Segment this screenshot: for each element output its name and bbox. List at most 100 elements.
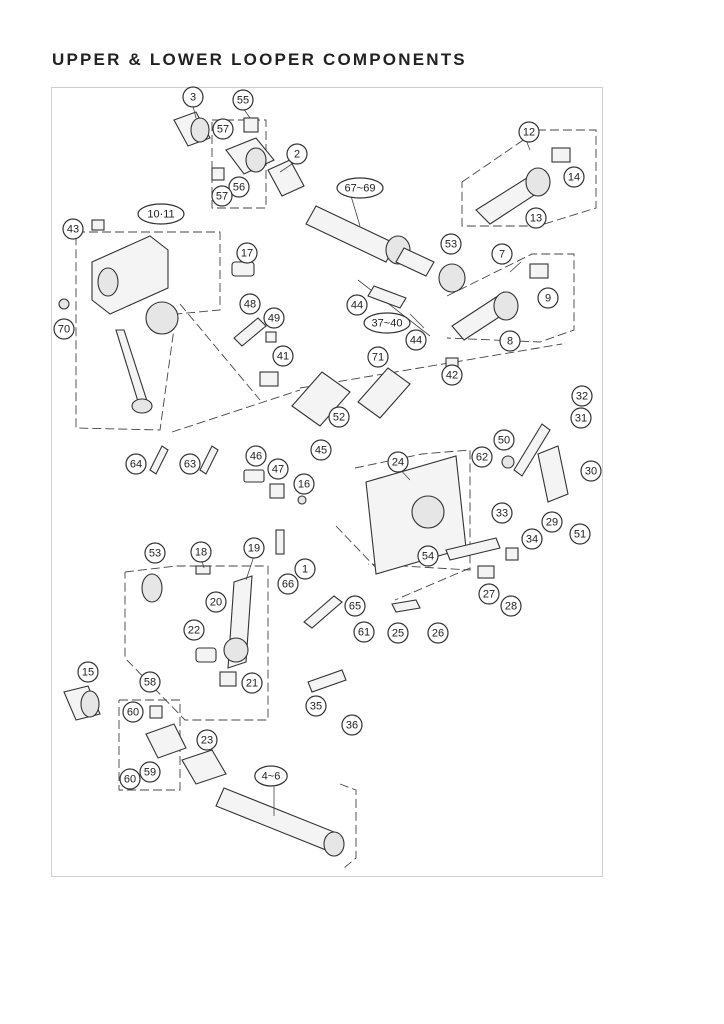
leader-lines: [192, 105, 531, 816]
callout-22: 8: [499, 330, 521, 352]
callout-31: 63: [179, 453, 201, 475]
callout-number: 62: [476, 452, 488, 464]
callout-25: 42: [441, 364, 463, 386]
callout-57: 21: [241, 672, 263, 694]
callout-number: 64: [130, 459, 142, 471]
callout-bubble: [245, 445, 267, 467]
callout-bubble: [294, 558, 316, 580]
callout-number: 47: [272, 464, 284, 476]
callout-bubble: [500, 595, 522, 617]
callout-number: 2: [294, 149, 300, 161]
callout-number: 44: [351, 300, 363, 312]
callout-number: 52: [333, 412, 345, 424]
callout-number: 28: [505, 601, 517, 613]
callout-bubble: [541, 511, 563, 533]
callout-bubble: [232, 89, 254, 111]
callout-bubble: [405, 329, 427, 351]
callout-66: 4~6: [254, 765, 288, 787]
callout-44: 27: [478, 583, 500, 605]
callout-number: 56: [233, 182, 245, 194]
callout-56: 26: [427, 622, 449, 644]
callout-55: 25: [387, 622, 409, 644]
callout-16: 44: [346, 294, 368, 316]
callout-13: 7: [491, 243, 513, 265]
callout-number: 55: [237, 95, 249, 107]
callout-62: 60: [122, 701, 144, 723]
callout-number: 19: [248, 543, 260, 555]
callout-20: 37~40: [363, 312, 411, 334]
callout-bubble: [344, 595, 366, 617]
callout-number: 25: [392, 628, 404, 640]
callout-number: 61: [358, 627, 370, 639]
callout-number: 31: [575, 413, 587, 425]
callout-47: 19: [243, 537, 265, 559]
callout-24: 71: [367, 346, 389, 368]
callout-number: 1: [302, 564, 308, 576]
callout-42: 34: [521, 528, 543, 550]
callout-bubble: [62, 218, 84, 240]
callout-number: 27: [483, 589, 495, 601]
callout-bubble: [471, 446, 493, 468]
callout-bubble: [137, 203, 185, 225]
callout-bubble: [310, 439, 332, 461]
callout-number: 34: [526, 534, 538, 546]
callout-bubble: [144, 542, 166, 564]
callout-bubble: [537, 287, 559, 309]
callout-51: 20: [205, 591, 227, 613]
callout-bubble: [417, 545, 439, 567]
callout-65: 59: [139, 761, 161, 783]
callout-bubble: [286, 143, 308, 165]
callout-number: 42: [446, 370, 458, 382]
callout-bubble: [243, 537, 265, 559]
callout-number: 59: [144, 767, 156, 779]
callout-number: 36: [346, 720, 358, 732]
callout-number: 4~6: [262, 771, 281, 783]
callout-number: 46: [250, 451, 262, 463]
callout-46: 18: [190, 541, 212, 563]
callout-29: 31: [570, 407, 592, 429]
callout-bubble: [499, 330, 521, 352]
callout-number: 33: [496, 508, 508, 520]
callout-9: 13: [525, 207, 547, 229]
callout-number: 3: [190, 92, 196, 104]
callout-38: 30: [580, 460, 602, 482]
callout-number: 12: [523, 127, 535, 139]
callout-number: 22: [188, 625, 200, 637]
callout-bubble: [525, 207, 547, 229]
callout-bubble: [563, 166, 585, 188]
callout-number: 13: [530, 213, 542, 225]
callout-17: 70: [53, 318, 75, 340]
callout-bubble: [53, 318, 75, 340]
callout-33: 47: [267, 458, 289, 480]
callout-18: 48: [239, 293, 261, 315]
callout-bubble: [190, 541, 212, 563]
callout-41: 33: [491, 502, 513, 524]
callout-bubble: [387, 451, 409, 473]
callout-36: 62: [471, 446, 493, 468]
callout-5: 57: [211, 185, 233, 207]
callout-number: 26: [432, 628, 444, 640]
callout-30: 64: [125, 453, 147, 475]
callout-23: 41: [272, 345, 294, 367]
callout-52: 65: [344, 595, 366, 617]
callout-bubble: [239, 293, 261, 315]
callout-40: 51: [569, 523, 591, 545]
callout-12: 53: [440, 233, 462, 255]
callout-37: 50: [493, 429, 515, 451]
callout-6: 12: [518, 121, 540, 143]
callout-number: 32: [576, 391, 588, 403]
callout-8: 67~69: [336, 177, 384, 199]
callout-bubble: [569, 523, 591, 545]
callout-number: 48: [244, 299, 256, 311]
callout-bubble: [441, 364, 463, 386]
callout-bubble: [212, 118, 234, 140]
callout-bubble: [305, 695, 327, 717]
callout-3: 2: [286, 143, 308, 165]
callout-number: 58: [144, 677, 156, 689]
callout-60: 35: [305, 695, 327, 717]
callout-54: 61: [353, 621, 375, 643]
callout-number: 53: [149, 548, 161, 560]
callout-number: 66: [282, 579, 294, 591]
callout-number: 16: [298, 479, 310, 491]
